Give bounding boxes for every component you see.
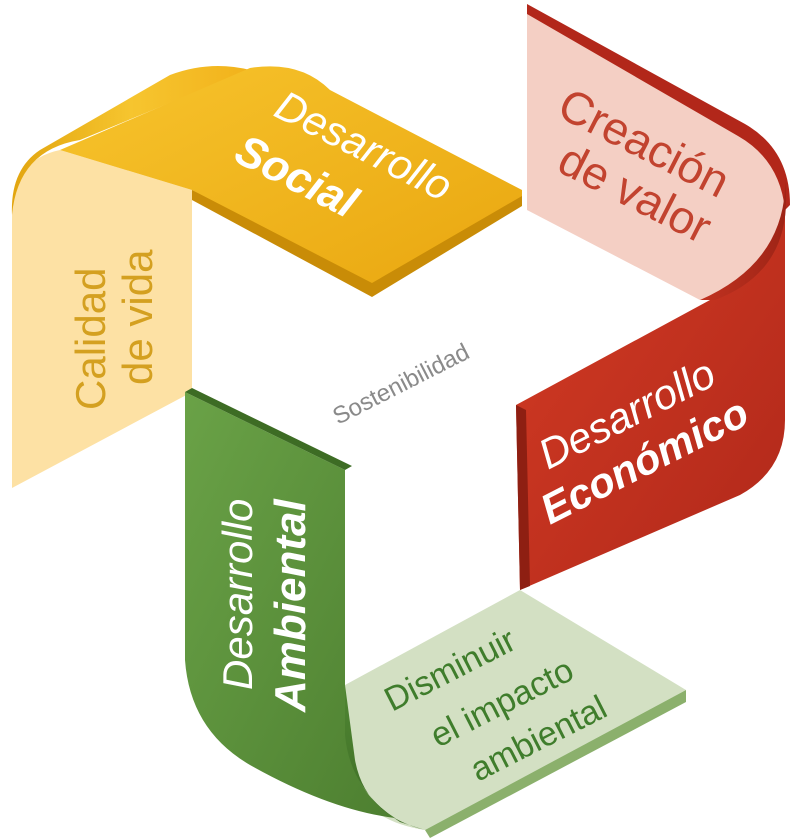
economico-bend xyxy=(700,180,787,300)
social-front-edge xyxy=(192,190,522,297)
economico-front-edge xyxy=(516,405,530,590)
ambiental-back-panel xyxy=(345,590,686,830)
economico-back-panel xyxy=(527,8,785,300)
economico-back-edge xyxy=(527,4,790,210)
social-bend xyxy=(11,66,250,215)
segment-social xyxy=(11,66,522,488)
social-back-line1: Calidad xyxy=(67,268,114,410)
center-label: Sostenibilidad xyxy=(328,338,473,430)
social-front-panel xyxy=(60,66,522,296)
segment-ambiental xyxy=(185,388,686,838)
ambiental-front-edge xyxy=(185,388,352,470)
social-back-panel xyxy=(12,150,192,488)
ambiental-title-line2: Ambiental xyxy=(266,499,315,713)
segment-economico xyxy=(516,4,790,590)
ambiental-title-line1: Desarrollo xyxy=(214,499,261,690)
ambiental-front-panel xyxy=(185,392,395,818)
social-back-line2: de vida xyxy=(114,249,161,385)
ambiental-back-edge xyxy=(425,690,686,838)
